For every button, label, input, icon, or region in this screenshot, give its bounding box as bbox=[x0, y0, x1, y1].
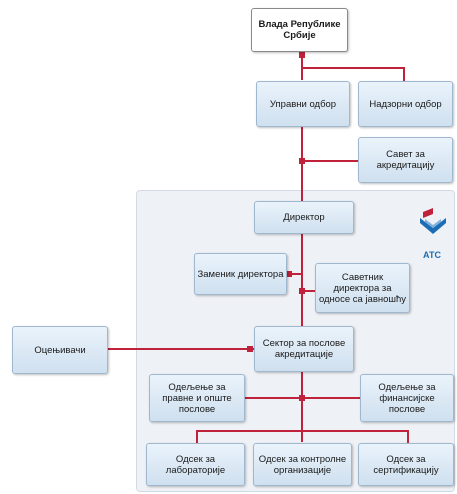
connector-line bbox=[301, 67, 405, 69]
ats-logo-icon bbox=[420, 208, 446, 234]
connector-line bbox=[301, 127, 303, 201]
connector-node bbox=[299, 288, 305, 294]
node-legal-dept: Одељење за правне и опште послове bbox=[149, 374, 245, 422]
node-director: Директор bbox=[254, 201, 354, 234]
connector-node bbox=[299, 395, 305, 401]
node-finance-dept: Одељење за финансијске послове bbox=[360, 374, 454, 422]
node-control-section: Одсек за контролне организације bbox=[253, 443, 352, 486]
node-accreditation-sector: Сектор за послове акредитације bbox=[254, 326, 354, 372]
node-pr-advisor: Саветник директора за односе са јавношћу bbox=[315, 263, 410, 313]
node-lab-section: Одсек за лабораторије bbox=[146, 443, 245, 486]
connector-line bbox=[288, 273, 302, 275]
connector-node bbox=[286, 271, 292, 277]
node-management-board: Управни одбор bbox=[256, 81, 350, 127]
ats-logo-text: АТС bbox=[423, 250, 442, 260]
connector-line bbox=[301, 290, 316, 292]
node-cert-section: Одсек за сертификацију bbox=[358, 443, 454, 486]
connector-line bbox=[403, 67, 405, 81]
connector-node bbox=[247, 346, 253, 352]
connector-node bbox=[299, 52, 305, 58]
connector-line bbox=[407, 430, 409, 443]
node-deputy-director: Заменик директора bbox=[194, 253, 287, 295]
node-accreditation-council: Савет за акредитацију bbox=[358, 137, 453, 183]
connector-line bbox=[301, 160, 359, 162]
node-government: Влада Републике Србије bbox=[251, 8, 348, 52]
node-supervisory-board: Надзорни одбор bbox=[358, 81, 453, 127]
connector-line bbox=[108, 348, 254, 350]
node-assessors: Оцењивачи bbox=[12, 326, 108, 374]
connector-line bbox=[301, 58, 303, 80]
connector-line bbox=[301, 234, 303, 326]
connector-line bbox=[196, 430, 198, 443]
connector-line bbox=[196, 430, 409, 432]
connector-line bbox=[301, 372, 303, 442]
connector-node bbox=[299, 158, 305, 164]
